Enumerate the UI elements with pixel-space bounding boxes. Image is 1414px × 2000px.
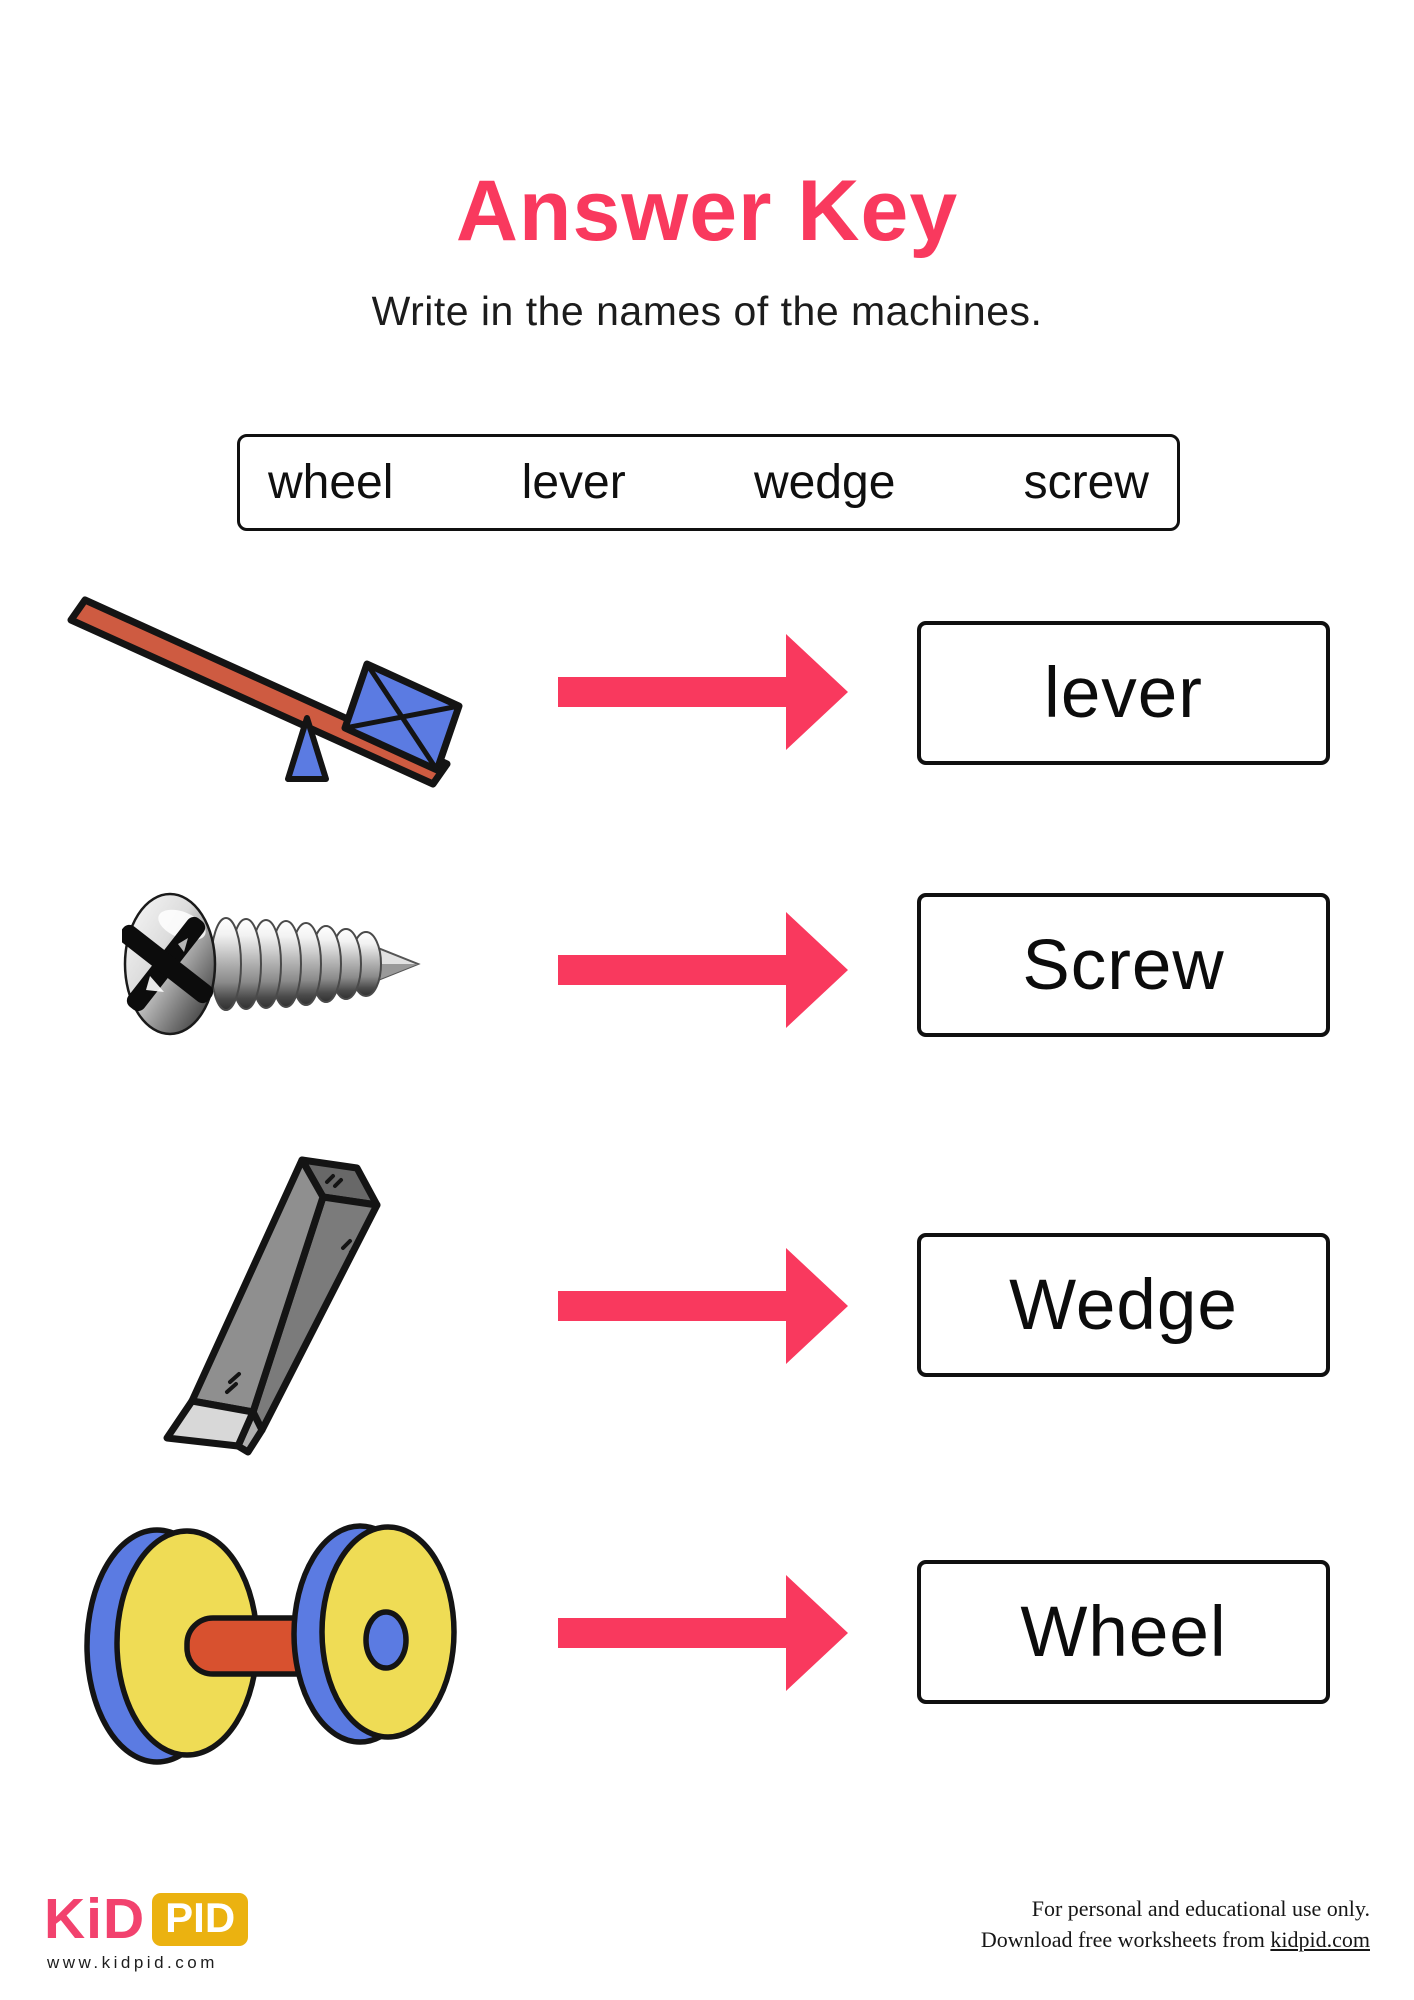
screw-illustration xyxy=(122,892,421,1036)
page-subtitle: Write in the names of the machines. xyxy=(371,288,1043,334)
screw-threads xyxy=(210,917,382,1011)
answer-text: Wedge xyxy=(1009,1265,1238,1345)
lever-fulcrum xyxy=(285,715,329,782)
wheel-hub xyxy=(363,1609,409,1671)
kidpid-logo: KiD PID xyxy=(44,1887,249,1951)
answer-box-wheel: Wheel xyxy=(917,1560,1330,1704)
answer-text: Screw xyxy=(1022,925,1225,1005)
logo-kid-text: KiD xyxy=(44,1887,146,1951)
wheel-axle-illustration xyxy=(84,1523,457,1765)
wedge-marks xyxy=(225,1174,360,1394)
license-line-2: Download free worksheets from kidpid.com xyxy=(980,1926,1370,1952)
answer-text: Wheel xyxy=(1020,1592,1227,1672)
answer-box-wedge: Wedge xyxy=(917,1233,1330,1377)
answer-box-screw: Screw xyxy=(917,893,1330,1037)
license-line-1: For personal and educational use only. xyxy=(1031,1896,1370,1921)
arrow-right-icon xyxy=(558,634,848,750)
arrow-right-icon xyxy=(558,1575,848,1691)
license-note: For personal and educational use only. D… xyxy=(981,1894,1370,1956)
word-bank-word: screw xyxy=(1023,456,1149,509)
word-bank-box: wheel lever wedge screw xyxy=(237,434,1180,531)
word-bank-word: wheel xyxy=(268,456,394,509)
word-bank-word: wedge xyxy=(753,456,896,509)
website-url: www.kidpid.com xyxy=(47,1953,218,1972)
wedge-illustration xyxy=(163,1156,381,1456)
lever-load-crate xyxy=(341,660,463,774)
arrow-right-icon xyxy=(558,912,848,1028)
kidpid-link[interactable]: kidpid.com xyxy=(1270,1926,1370,1952)
wedge-blade-face xyxy=(163,1397,257,1450)
seesaw-lever-illustration xyxy=(67,596,463,788)
page-title: Answer Key xyxy=(455,163,959,259)
answer-box-lever: lever xyxy=(917,621,1330,765)
answer-text: lever xyxy=(1044,653,1203,733)
arrow-right-icon xyxy=(558,1248,848,1364)
word-bank-word: lever xyxy=(521,456,626,509)
logo-pid-badge: PID xyxy=(152,1893,249,1946)
screw-head xyxy=(122,892,217,1036)
